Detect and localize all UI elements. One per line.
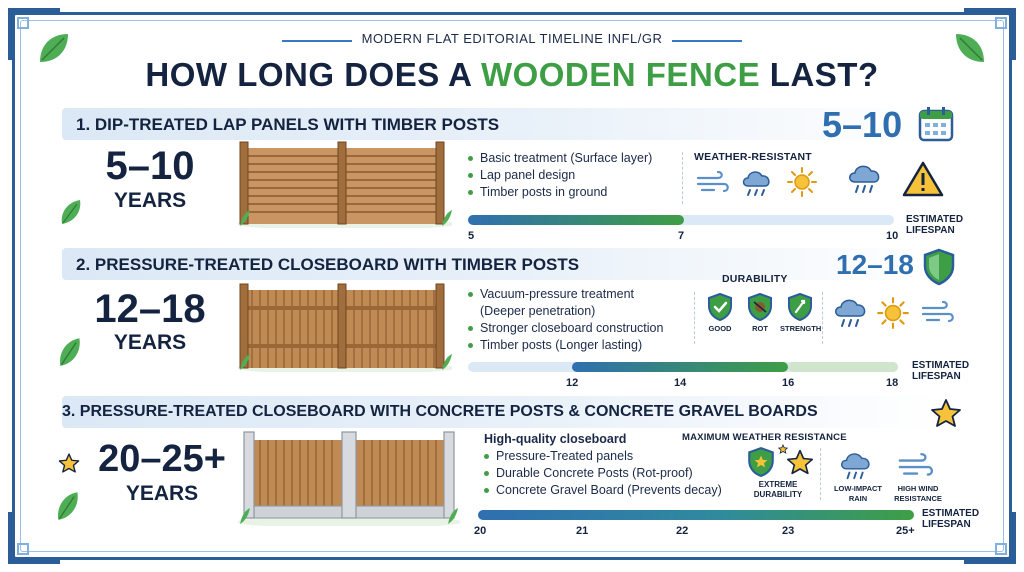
corner-ornament-icon	[8, 512, 60, 564]
section-3-tick: 25+	[896, 525, 915, 537]
section-2-tick: 12	[566, 377, 579, 389]
section-2-feature-list: Vacuum-pressure treatment (Deeper penetr…	[468, 286, 663, 354]
shield-label: STRENGTH	[780, 324, 822, 333]
shield-icon	[923, 248, 955, 286]
section-2-header-band	[62, 248, 942, 280]
star-icon	[58, 453, 80, 473]
list-item: Durable Concrete Posts (Rot-proof)	[484, 465, 722, 482]
list-item: High-quality closeboard	[484, 432, 627, 446]
corner-ornament-icon	[964, 8, 1016, 60]
list-item: Basic treatment (Surface layer)	[468, 150, 652, 167]
divider	[820, 448, 821, 500]
closeboard-fence-illustration	[238, 283, 452, 372]
section-2-feature-heading: DURABILITY	[722, 273, 788, 285]
leaf-icon	[40, 34, 68, 62]
shield-star-icon	[748, 446, 774, 477]
section-1-range: 5–10	[822, 104, 903, 145]
wind-icon	[898, 452, 934, 476]
section-2-tick: 16	[782, 377, 795, 389]
section-3-tick: 21	[576, 525, 589, 537]
leaf-icon	[57, 492, 78, 520]
section-3-lifespan-bar-fill	[478, 510, 914, 520]
subtitle: MODERN FLAT EDITORIAL TIMELINE INFL/GR	[361, 31, 663, 46]
page-frame	[12, 12, 1012, 560]
list-item: Pressure-Treated panels	[484, 448, 722, 465]
list-item: (Deeper penetration)	[480, 304, 596, 318]
section-3-tick: 20	[474, 525, 487, 537]
section-1-title: 1. DIP-TREATED LAP PANELS WITH TIMBER PO…	[76, 115, 500, 134]
concrete-post-fence-illustration	[238, 431, 460, 526]
section-3-years-number: 20–25+	[98, 438, 226, 480]
wind-icon	[696, 170, 729, 193]
section-3-header-band	[62, 396, 942, 428]
rain-cloud-icon	[849, 165, 880, 193]
divider	[694, 292, 695, 344]
section-2-title: 2. PRESSURE-TREATED CLOSEBOARD WITH TIMB…	[76, 255, 580, 274]
list-item: Timber posts in ground	[468, 184, 652, 201]
section-3-feature-heading: MAXIMUM WEATHER RESISTANCE	[682, 432, 847, 443]
sun-icon	[877, 297, 909, 329]
sun-icon	[787, 167, 817, 197]
wind-icon	[921, 300, 954, 323]
section-3-title: 3. PRESSURE-TREATED CLOSEBOARD WITH CONC…	[62, 403, 818, 420]
rot-shield-icon	[748, 292, 772, 322]
rain-cloud-icon	[742, 171, 770, 196]
section-1-lifespan-bar-fill	[468, 215, 684, 225]
shield-label: ROT	[752, 324, 768, 333]
good-shield-icon	[708, 292, 732, 322]
section-2-range: 12–18	[836, 249, 914, 280]
section-2-lifespan-bar-extension	[788, 362, 898, 372]
section-2-years-number: 12–18	[94, 287, 206, 331]
rain-cloud-icon	[835, 299, 866, 327]
section-2-tick: 14	[674, 377, 687, 389]
list-item: Lap panel design	[468, 167, 652, 184]
strength-shield-icon	[788, 292, 812, 322]
corner-ornament-icon	[964, 512, 1016, 564]
section-3-years-label: YEARS	[125, 482, 199, 505]
section-1-tick: 7	[678, 230, 685, 242]
section-3-tick: 23	[782, 525, 795, 537]
section-2-years-label: YEARS	[113, 331, 187, 354]
lap-panel-fence-illustration	[238, 141, 452, 228]
subtitle-rule	[282, 40, 352, 42]
warning-icon	[902, 161, 944, 197]
section-2-lifespan-bar-fill	[572, 362, 788, 372]
list-item: Vacuum-pressure treatment	[468, 286, 663, 303]
list-item: Concrete Gravel Board (Prevents decay)	[484, 482, 722, 499]
section-1-feature-list: Basic treatment (Surface layer) Lap pane…	[468, 150, 652, 201]
star-icon	[786, 449, 814, 475]
leaf-icon	[61, 200, 81, 224]
calendar-icon	[918, 107, 954, 142]
star-icon	[931, 399, 961, 427]
section-1-feature-heading: WEATHER-RESISTANT	[694, 151, 812, 163]
divider	[822, 292, 823, 344]
subtitle-rule	[672, 40, 742, 42]
page-frame-inner	[20, 20, 1004, 552]
divider	[682, 152, 683, 204]
section-1-tick: 10	[886, 230, 899, 242]
section-3-tick: 22	[676, 525, 689, 537]
list-item: Stronger closeboard construction	[468, 320, 663, 337]
leaf-icon	[956, 34, 984, 62]
list-item: Timber posts (Longer lasting)	[468, 337, 663, 354]
leaf-icon	[59, 338, 80, 366]
section-1-tick: 5	[468, 230, 475, 242]
section-3-feature-list: High-quality closeboard Pressure-Treated…	[484, 431, 722, 499]
section-2-tick: 18	[886, 377, 899, 389]
section-1-header-band	[62, 108, 942, 140]
shield-label: GOOD	[708, 324, 732, 333]
rain-cloud-icon	[840, 453, 870, 480]
corner-ornament-icon	[8, 8, 60, 60]
star-icon	[778, 444, 788, 454]
page-title: HOW LONG DOES A WOODEN FENCE LAST?	[145, 56, 879, 93]
section-1-years-label: YEARS	[113, 189, 187, 212]
section-1-years-number: 5–10	[105, 144, 195, 188]
